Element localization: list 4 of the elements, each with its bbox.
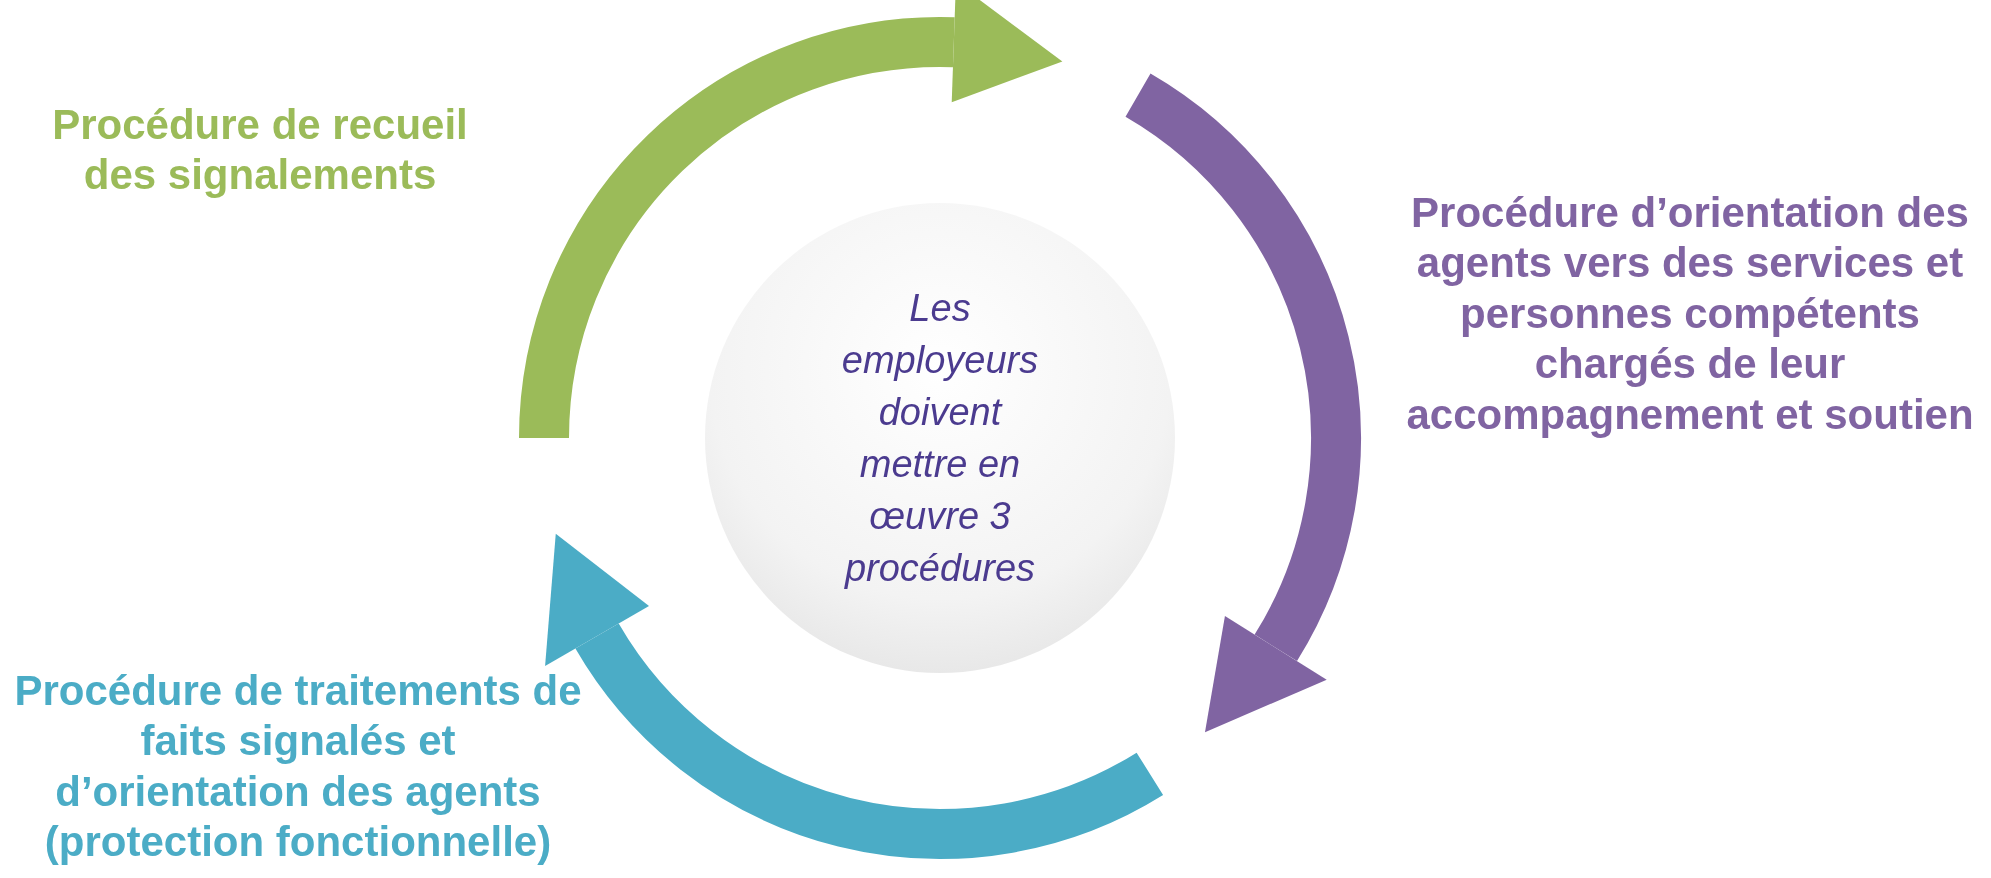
center-text: Les employeurs doivent mettre en œuvre 3 procédures bbox=[840, 285, 1040, 592]
procedure-label: Procédure d’orientation des agents vers des services et personnes compétents chargés de leur accompagnement et soutien bbox=[1405, 188, 1975, 440]
procedure-label: Procédure de traitements de faits signalés et d’orientation des agents (protection fonctionnelle) bbox=[13, 666, 583, 868]
procedure-label: Procédure de recueil des signalements bbox=[51, 100, 469, 201]
